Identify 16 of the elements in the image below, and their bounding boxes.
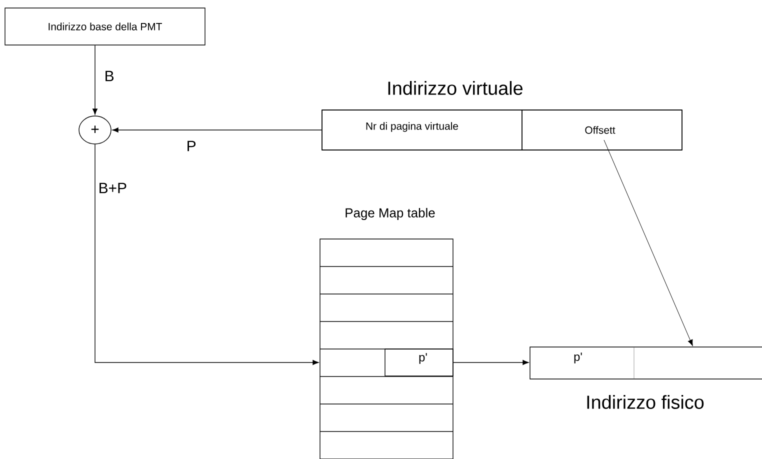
arrow bbox=[604, 140, 693, 346]
edge-label: B+P bbox=[97, 182, 128, 194]
arrow bbox=[92, 45, 98, 115]
edge-label: B bbox=[103, 70, 116, 82]
address-field: p' bbox=[574, 352, 582, 364]
heading: Indirizzo virtuale bbox=[388, 81, 522, 95]
address-field: Nr di pagina virtuale bbox=[322, 110, 522, 150]
address-field: Offsett bbox=[522, 110, 682, 150]
heading: Indirizzo fisico bbox=[587, 395, 704, 409]
arrow bbox=[94, 144, 319, 365]
heading: Page Map table bbox=[346, 208, 435, 220]
arrow bbox=[453, 360, 529, 365]
arrow bbox=[112, 128, 322, 132]
edge-label: P bbox=[185, 140, 198, 152]
table-cell: p' bbox=[384, 348, 454, 376]
address-box: Indirizzo base della PMT bbox=[4, 8, 206, 46]
